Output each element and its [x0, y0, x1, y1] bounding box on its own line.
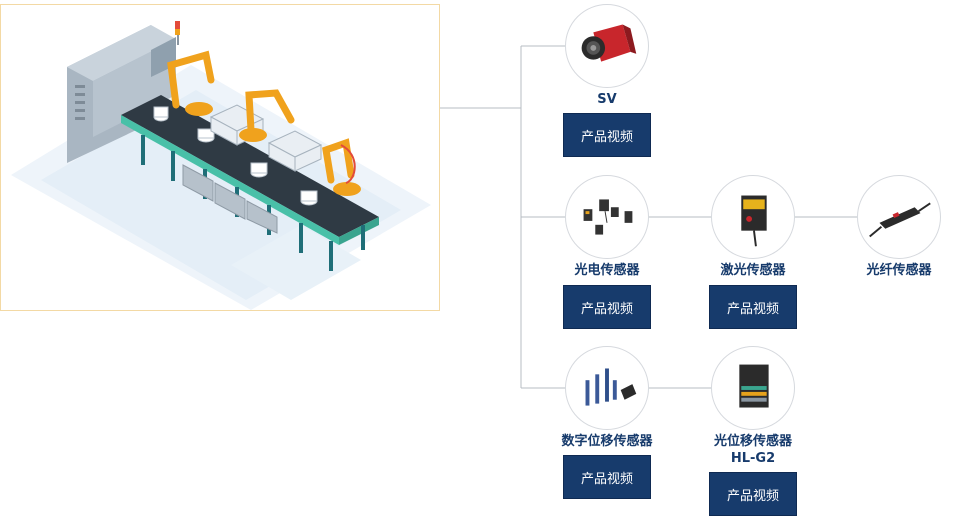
photoelectric-video-button[interactable]: 产品视频 [563, 285, 651, 329]
optical-displacement-sensor-icon [739, 364, 769, 408]
sv-video-button[interactable]: 产品视频 [563, 113, 651, 157]
factory-automation-illustration [0, 4, 440, 311]
laser-label: 激光传感器 [720, 263, 786, 278]
optical-displacement-label: 光位移传感器 [713, 434, 792, 449]
digital-displacement-label: 数字位移传感器 [561, 434, 653, 449]
laser-video-button[interactable]: 产品视频 [709, 285, 797, 329]
laser-sensor-icon [741, 195, 767, 247]
photoelectric-sensor-image[interactable] [565, 175, 649, 259]
sv-label: SV [597, 92, 617, 107]
photoelectric-sensor-icon [583, 199, 633, 235]
laser-sensor-image[interactable] [711, 175, 795, 259]
digital-displacement-sensor-image[interactable] [565, 346, 649, 430]
displacement-sensor-icon [585, 368, 637, 406]
fiber-sensor-icon [869, 202, 931, 238]
fiber-sensor-image[interactable] [857, 175, 941, 259]
photoelectric-label: 光电传感器 [574, 263, 640, 278]
optical-displacement-video-button[interactable]: 产品视频 [709, 472, 797, 516]
camera-icon [581, 24, 637, 62]
optical-displacement-sensor-image[interactable] [711, 346, 795, 430]
fiber-label: 光纤传感器 [866, 263, 932, 278]
optical-displacement-model: HL-G2 [730, 451, 776, 466]
digital-displacement-video-button[interactable]: 产品视频 [563, 455, 651, 499]
sv-camera-image[interactable] [565, 4, 649, 88]
